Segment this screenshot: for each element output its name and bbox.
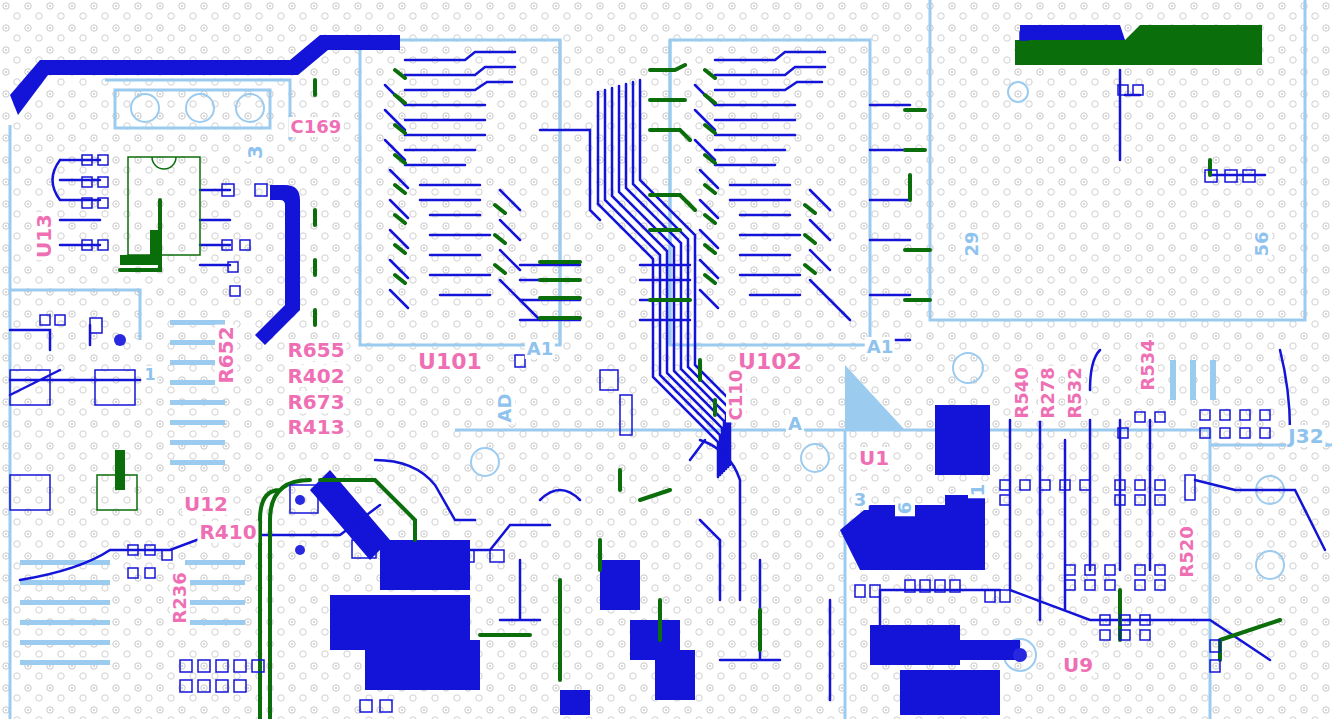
silkscreen-label: U12 (182, 493, 230, 515)
silkscreen-label: R532 (1065, 365, 1085, 420)
silkscreen-label: R278 (1038, 365, 1058, 420)
silkscreen-label: 29 (962, 229, 982, 258)
silkscreen-label: C169 (289, 117, 344, 137)
copper-pour (10, 25, 1125, 715)
silkscreen-label: A (786, 414, 804, 434)
silkscreen-label: R652 (215, 324, 237, 385)
silkscreen-label: R402 (285, 365, 346, 387)
silkscreen-label: R540 (1012, 365, 1032, 420)
copper-trace (10, 52, 1325, 700)
silkscreen-label: R520 (1177, 524, 1197, 579)
silkscreen-label: R534 (1138, 337, 1158, 392)
ic-notch (152, 157, 176, 169)
silkscreen-label: U1 (857, 447, 891, 469)
silkscreen-outline (10, 0, 1332, 719)
pad-outline (97, 475, 137, 510)
silkscreen-label: A1 (865, 337, 895, 357)
silkscreen-label: R236 (170, 570, 190, 625)
silkscreen-label: U102 (736, 350, 804, 374)
silkscreen-label: 1 (142, 366, 157, 384)
silkscreen-label: 1 (968, 482, 988, 499)
copper-trace-green (120, 65, 1280, 719)
smd-pads (10, 32, 1270, 712)
silkscreen-label: 6 (895, 500, 915, 517)
ic-body (128, 157, 200, 255)
silkscreen-label: R673 (285, 391, 346, 413)
silkscreen-label: 3 (244, 143, 266, 161)
silkscreen-label: AD (495, 392, 515, 425)
silkscreen-label: 3 (852, 490, 869, 510)
via-dots (114, 334, 1027, 662)
silkscreen-label: R655 (285, 339, 346, 361)
silkscreen-label: U101 (416, 350, 484, 374)
silkscreen-label: A1 (525, 339, 555, 359)
silkscreen-label: J32 (1286, 425, 1325, 447)
silkscreen-label: U9 (1061, 654, 1095, 676)
silkscreen-label: U13 (33, 212, 55, 260)
silkscreen-label: C110 (726, 368, 746, 423)
silkscreen-label: R410 (197, 521, 258, 543)
silkscreen-label: 56 (1252, 229, 1272, 258)
silkscreen-label: R413 (285, 416, 346, 438)
